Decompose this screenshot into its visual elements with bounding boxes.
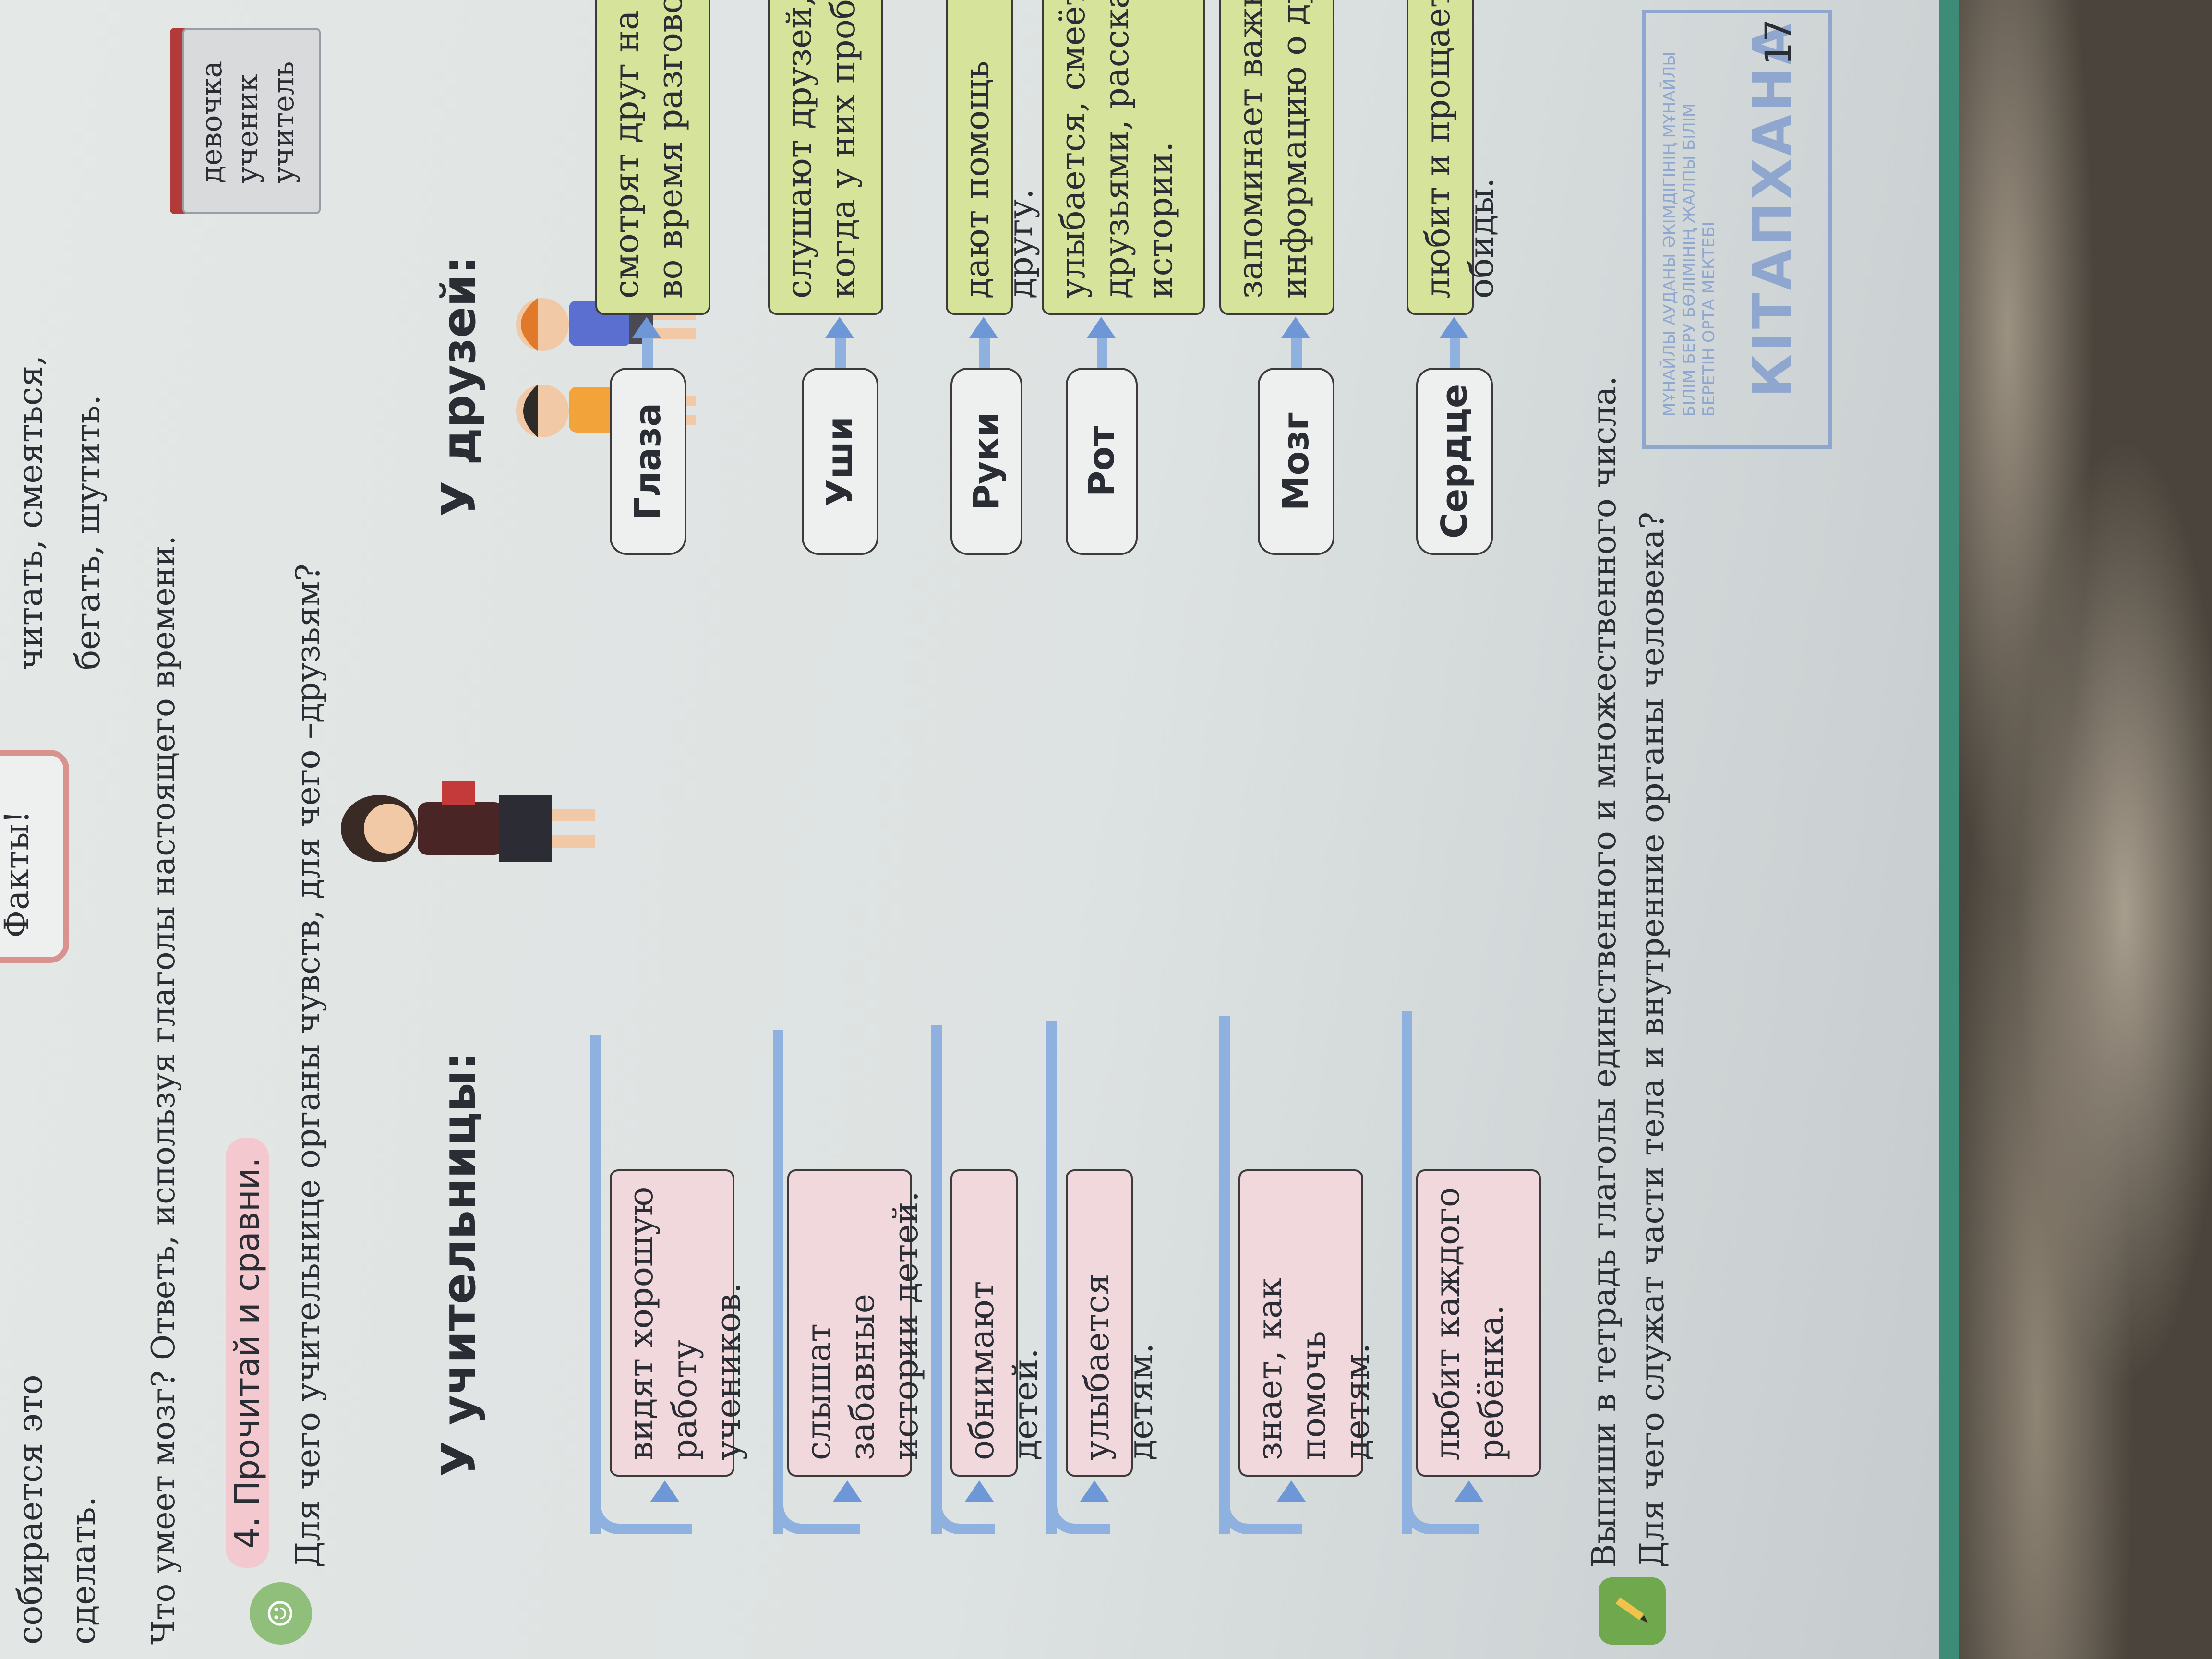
top-right-line2: бегать, шутить. — [68, 394, 108, 670]
teacher-row-1-line2: работу учеников. — [665, 1283, 748, 1460]
arrow-friends-row-4 — [1087, 317, 1116, 338]
arrow-friends-row-5 — [1281, 317, 1310, 338]
organ-heart: Сердце — [1416, 368, 1493, 555]
bottom-line1: Выпиши в тетрадь глаголы единственного и… — [1586, 375, 1623, 1568]
pencil-icon — [1599, 1577, 1666, 1645]
organ-eyes: Глаза — [610, 368, 686, 555]
brain-question: Что умеет мозг? Ответь, используя глагол… — [145, 535, 182, 1645]
teacher-row-3-line1: обнимают детей. — [962, 1281, 1045, 1460]
organ-hands: Руки — [950, 368, 1022, 555]
arrow-teacher-row-1 — [650, 1480, 679, 1502]
task4-title: 4. Прочитай и сравни. — [226, 1138, 269, 1568]
stamp-small-text: МҰНАЙЛЫ АУДАНЫ ӘКІМДІГІНІҢ МҰНАЙЛЫ БІЛІМ… — [1660, 51, 1719, 417]
notebook-word-3: учитель — [267, 61, 301, 183]
connector-line-row-1 — [590, 1035, 601, 1534]
arrow-teacher-row-2 — [833, 1480, 862, 1502]
arrow-teacher-row-3 — [965, 1480, 994, 1502]
friends-box-row-5: запоминает важную информацию о друзьях. — [1219, 0, 1334, 315]
teacher-row-2-line2: истории детей. — [886, 1191, 926, 1460]
notebook-word-1: девочка — [195, 60, 228, 183]
library-stamp: МҰНАЙЛЫ АУДАНЫ ӘКІМДІГІНІҢ МҰНАЙЛЫ БІЛІМ… — [1642, 10, 1832, 449]
connector-line-row-6 — [1402, 1011, 1412, 1534]
friends-row-4-line3: истории. — [1141, 141, 1180, 299]
facts-box: Факты! — [0, 750, 69, 963]
page-number: 17 — [1757, 19, 1800, 65]
arrow-teacher-row-6 — [1455, 1480, 1483, 1502]
friends-row-2-line1: слушают друзей, — [780, 0, 819, 299]
notebook-word-2: ученик — [231, 74, 264, 183]
top-left-line1: собирается это — [11, 1374, 50, 1645]
friends-row-2-line2: когда у них проблемы. — [823, 0, 863, 299]
teacher-row-5-line1: знает, как помочь — [1250, 1277, 1333, 1460]
top-right-line1: читать, смеяться, — [11, 355, 50, 670]
arrow-teacher-row-4 — [1080, 1480, 1109, 1502]
connector-line-row-3 — [931, 1025, 942, 1534]
notebook-icon: девочка ученик учитель — [182, 28, 321, 214]
stamp-big-text: КІТАПХАНА — [1742, 21, 1803, 397]
bottom-line2: Для чего служат части тела и внутренние … — [1634, 511, 1671, 1568]
friends-box-row-3: дают помощь другу. — [946, 0, 1040, 315]
page-content: собирается это сделать. Факты! читать, с… — [0, 0, 1832, 1645]
task4-subtitle: Для чего учительнице органы чувств, для … — [289, 564, 327, 1568]
child-face-icon: ☺ — [250, 1582, 312, 1645]
friends-row-5-line2: информацию о друзьях. — [1274, 0, 1314, 299]
friends-row-3-line1: дают помощь другу. — [957, 60, 1040, 299]
arrow-teacher-row-5 — [1277, 1480, 1306, 1502]
organ-ears: Уши — [802, 368, 878, 555]
friends-row-1-line2: во время разговора. — [650, 0, 690, 299]
arrow-friends-row-2 — [825, 317, 854, 338]
teacher-box-row-1: видят хорошую работу учеников. — [610, 1169, 748, 1477]
teacher-column-label: У учительницы: — [432, 1052, 486, 1477]
arrow-friends-row-3 — [969, 317, 998, 338]
teacher-row-4-line1: улыбается детям. — [1077, 1274, 1160, 1460]
top-left-line2: сделать. — [63, 1496, 103, 1645]
connector-line-row-2 — [773, 1030, 783, 1534]
teacher-row-5-line2: детям. — [1337, 1343, 1377, 1460]
teacher-row-6-line1: любит каждого — [1428, 1187, 1467, 1460]
friends-row-4-line2: друзьями, рассказывает — [1097, 0, 1136, 299]
connector-line-row-5 — [1219, 1016, 1230, 1534]
friends-box-row-4: улыбается, смеётся с друзьями, рассказыв… — [1042, 0, 1205, 315]
teacher-box-row-5: знает, как помочь детям. — [1238, 1169, 1377, 1477]
teacher-box-row-6: любит каждого ребёнка. — [1416, 1169, 1541, 1477]
friends-row-5-line1: запоминает важную — [1231, 0, 1270, 299]
friends-row-6-line1: любит и прощает обиды. — [1418, 0, 1501, 299]
friends-box-row-2: слушают друзей, когда у них проблемы. — [768, 0, 883, 315]
teacher-box-row-3: обнимают детей. — [950, 1169, 1045, 1477]
friends-row-4-line1: улыбается, смеётся с — [1053, 0, 1093, 299]
friends-column-label: У друзей: — [432, 256, 486, 517]
teacher-box-row-4: улыбается детям. — [1066, 1169, 1160, 1477]
teacher-row-2-line1: слышат забавные — [799, 1294, 882, 1460]
connector-line-row-4 — [1046, 1021, 1057, 1534]
friends-box-row-6: любит и прощает обиды. — [1407, 0, 1501, 315]
page-edge — [1939, 0, 1959, 1659]
organ-mouth: Рот — [1066, 368, 1138, 555]
teacher-row-6-line2: ребёнка. — [1471, 1304, 1511, 1460]
friends-row-1-line1: смотрят друг на друга — [607, 0, 646, 299]
friends-box-row-1: смотрят друг на друга во время разговора… — [595, 0, 710, 315]
teacher-box-row-2: слышат забавные истории детей. — [787, 1169, 926, 1477]
carpet-background — [1920, 0, 2212, 1659]
facts-label: Факты! — [0, 810, 36, 938]
teacher-row-1-line1: видят хорошую — [621, 1186, 661, 1460]
teacher-illustration — [336, 742, 605, 901]
arrow-friends-row-6 — [1440, 317, 1468, 338]
organ-brain: Мозг — [1258, 368, 1334, 555]
arrow-friends-row-1 — [632, 317, 661, 338]
